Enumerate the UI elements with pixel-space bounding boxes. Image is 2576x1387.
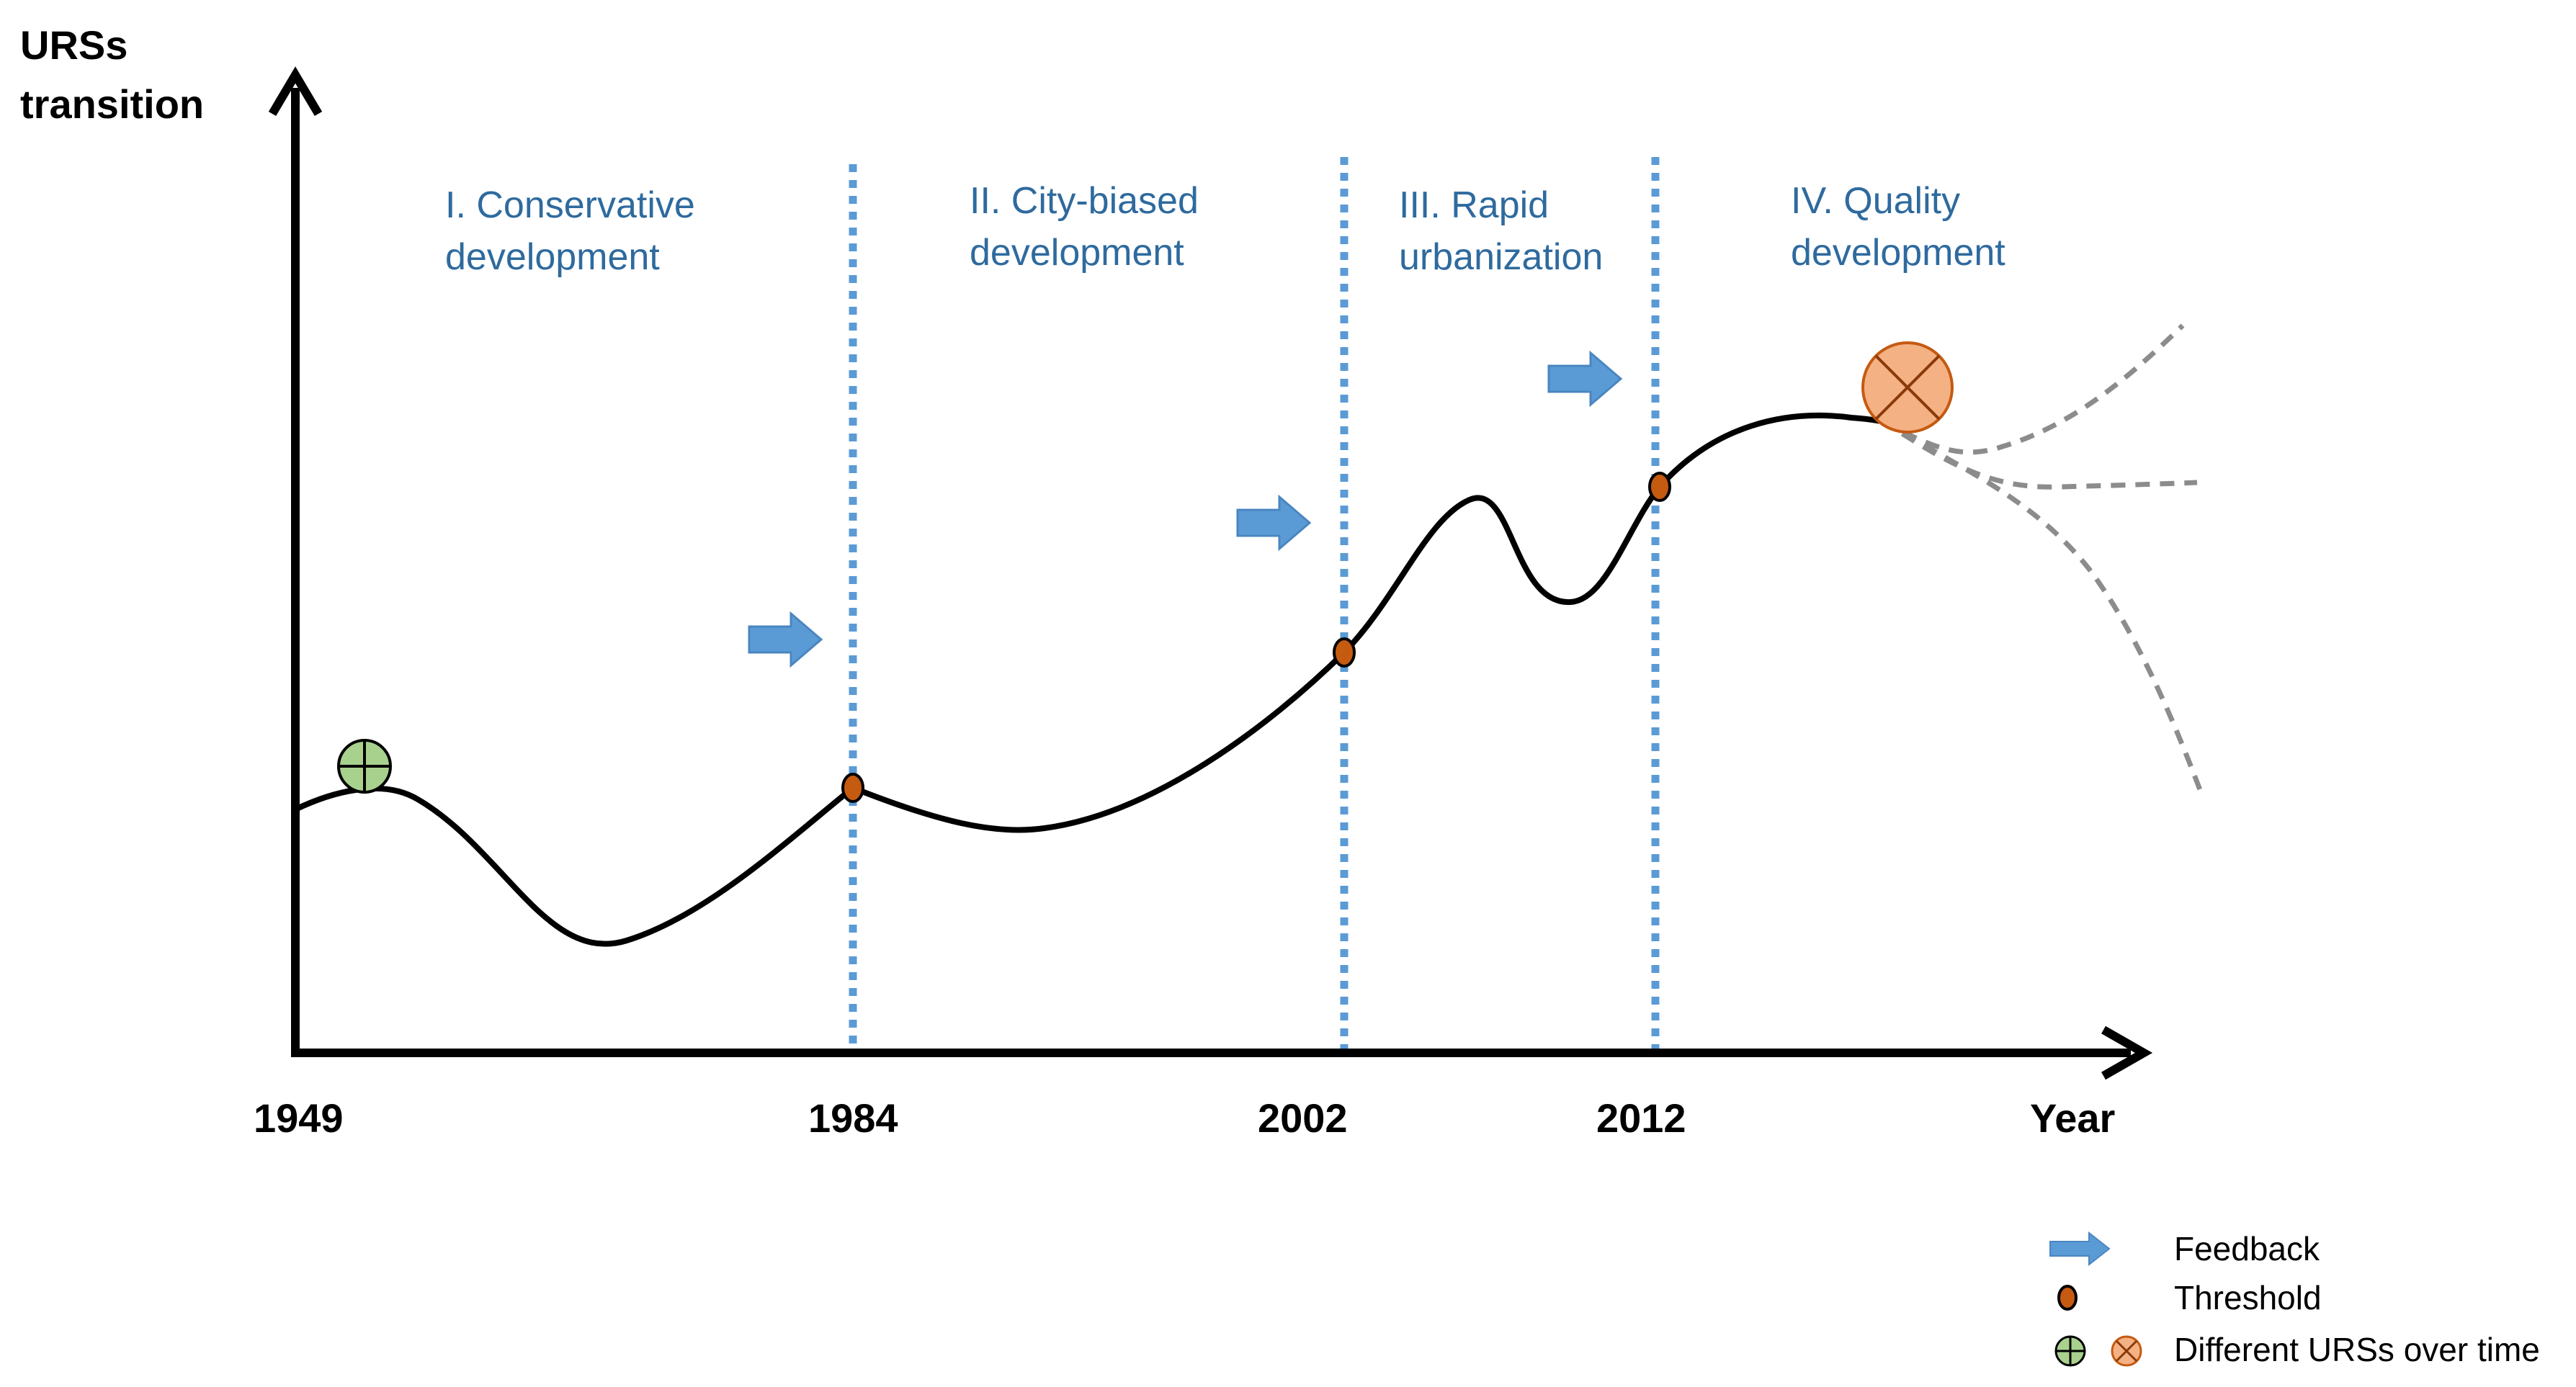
feedback-arrow-icon (1236, 495, 1311, 550)
circle-plus-icon (337, 739, 392, 794)
phase-4-title-line2: development (1791, 232, 2005, 274)
future-path-up (1880, 323, 2185, 455)
legend-label-urs: Different URSs over time (2174, 1331, 2540, 1368)
feedback-arrow-icon (1547, 351, 1622, 406)
urs-transition-curve (292, 412, 1889, 947)
feedback-arrow-icon (2049, 1231, 2111, 1267)
phase-1-title-line1: I. Conservative (445, 184, 695, 226)
threshold-dot-icon (2057, 1285, 2078, 1311)
threshold-dot-icon (841, 773, 864, 803)
future-path-down (1880, 418, 2204, 795)
x-axis-title: Year (2030, 1095, 2115, 1141)
tick-label-2002: 2002 (1258, 1095, 1348, 1141)
y-axis-title-line1: URSs (20, 22, 128, 68)
up-arrow-icon (268, 66, 323, 117)
legend-item-feedback: Feedback (2049, 1230, 2320, 1267)
legend-item-urs: Different URSs over time (2054, 1331, 2540, 1368)
phase-2-title-line1: II. City-biased (970, 180, 1199, 222)
phase-1-title-line2: development (445, 236, 660, 278)
phase-3-title-line1: III. Rapid (1399, 184, 1549, 226)
circle-x-icon (2111, 1335, 2142, 1367)
tick-label-2012: 2012 (1596, 1095, 1686, 1141)
phase-3-title-line2: urbanization (1399, 236, 1603, 278)
threshold-dot-icon (1333, 637, 1356, 668)
legend-item-threshold: Threshold (2057, 1279, 2322, 1316)
future-path-flat (1880, 418, 2198, 490)
legend-label-threshold: Threshold (2174, 1279, 2322, 1316)
feedback-arrow-icon (748, 612, 823, 667)
circle-x-icon (1861, 341, 1954, 434)
threshold-dot-icon (1648, 472, 1671, 502)
phase-2-title-line2: development (970, 232, 1184, 274)
phase-4-title-line1: IV. Quality (1791, 180, 1960, 222)
circle-plus-icon (2054, 1335, 2086, 1367)
tick-label-1949: 1949 (254, 1095, 344, 1141)
legend-label-feedback: Feedback (2174, 1230, 2320, 1267)
legend: Feedback Threshold Different URSs over t… (2049, 1230, 2540, 1368)
tick-label-1984: 1984 (808, 1095, 898, 1141)
right-arrow-icon (2101, 1025, 2153, 1080)
y-axis-title-line2: transition (20, 81, 204, 127)
